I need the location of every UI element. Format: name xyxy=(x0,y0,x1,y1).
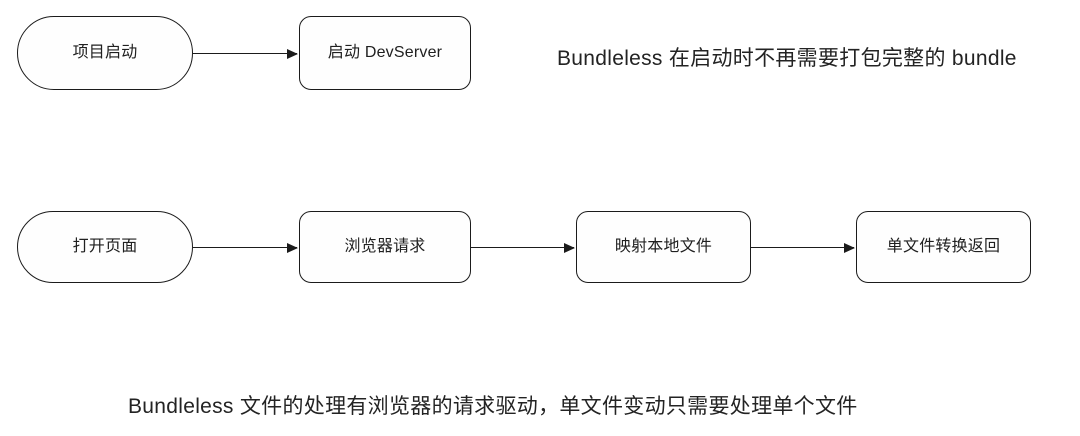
node-single-file-transform-return-label: 单文件转换返回 xyxy=(886,238,1001,256)
node-browser-request[interactable]: 浏览器请求 xyxy=(299,211,471,283)
node-start-devserver[interactable]: 启动 DevServer xyxy=(299,16,471,90)
caption-startup: Bundleless 在启动时不再需要打包完整的 bundle xyxy=(557,47,1017,70)
node-project-start[interactable]: 项目启动 xyxy=(17,16,193,90)
arrow-browser-request-to-map-local-file xyxy=(471,242,575,253)
arrow-project-start-to-devserver xyxy=(193,48,298,59)
node-start-devserver-label: 启动 DevServer xyxy=(327,44,443,62)
node-browser-request-label: 浏览器请求 xyxy=(344,238,426,256)
node-project-start-label: 项目启动 xyxy=(72,44,138,62)
node-map-local-file[interactable]: 映射本地文件 xyxy=(576,211,751,283)
node-single-file-transform-return[interactable]: 单文件转换返回 xyxy=(856,211,1031,283)
node-open-page[interactable]: 打开页面 xyxy=(17,211,193,283)
node-map-local-file-label: 映射本地文件 xyxy=(614,238,713,256)
caption-bottom: Bundleless 文件的处理有浏览器的请求驱动，单文件变动只需要处理单个文件 xyxy=(128,395,858,418)
node-open-page-label: 打开页面 xyxy=(72,238,138,256)
arrow-map-local-file-to-transform xyxy=(751,242,855,253)
arrow-open-page-to-browser-request xyxy=(193,242,298,253)
